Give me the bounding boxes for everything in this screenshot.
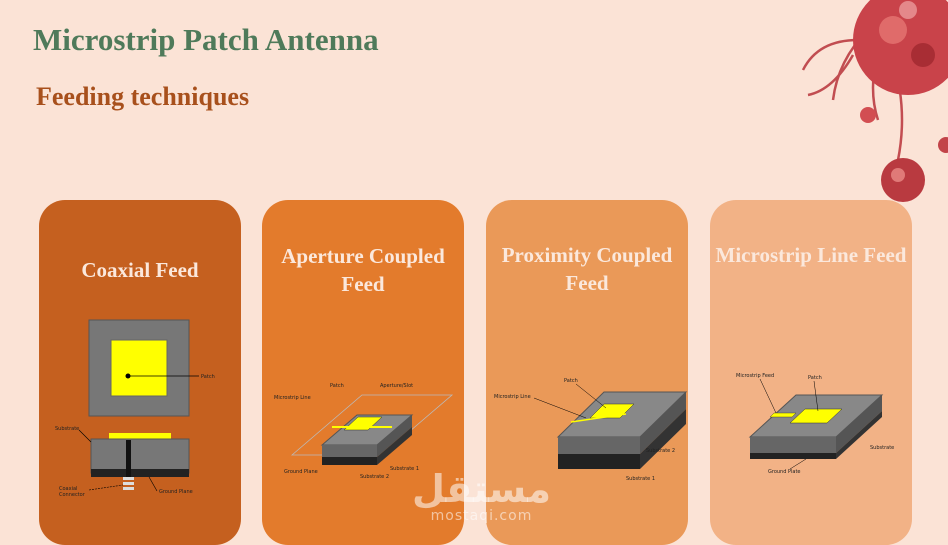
label-patch: Patch: [564, 378, 578, 384]
label-ground-plate: Ground Plate: [768, 469, 801, 475]
label-aperture: Aperture/Slot: [380, 383, 413, 389]
watermark-arabic: مستقل: [412, 467, 551, 511]
proximity-coupled-feed-diagram: Patch Microstrip Line Substrate 2 Substr…: [494, 378, 688, 482]
watermark-latin: mostaqi.com: [430, 508, 533, 524]
card-title: Coaxial Feed: [81, 258, 199, 282]
label-patch: Patch: [330, 383, 344, 389]
label-connector: Connector: [59, 492, 86, 498]
card-title: Microstrip Line Feed: [715, 243, 907, 267]
card-title: Aperture Coupled Feed: [281, 244, 445, 296]
label-substrate2: Substrate 2: [360, 474, 389, 480]
label-substrate2: Substrate 2: [646, 448, 675, 454]
watermark: مستقل mostaqi.com: [412, 470, 551, 524]
label-patch: Patch: [201, 374, 215, 380]
card-aperture-coupled-feed: Aperture Coupled Feed Patch Aperture/Slo…: [262, 200, 464, 545]
label-microstrip-line: Microstrip Line: [274, 395, 311, 401]
coaxial-feed-diagram: Patch Substrate Coaxial Connector Ground…: [55, 319, 215, 498]
card-title: Proximity Coupled Feed: [501, 243, 673, 295]
card-proximity-coupled-feed: Proximity Coupled Feed Patch Microstrip …: [486, 200, 688, 545]
slide-title: Microstrip Patch Antenna: [33, 22, 379, 57]
label-microstrip-feed: Microstrip Feed: [736, 373, 774, 379]
slide-subtitle: Feeding techniques: [36, 82, 250, 111]
microstrip-line-feed-diagram: Microstrip Feed Patch Substrate Ground P…: [736, 373, 894, 475]
label-substrate1: Substrate 1: [390, 466, 419, 472]
label-patch: Patch: [808, 375, 822, 381]
label-substrate: Substrate: [55, 426, 79, 432]
label-substrate: Substrate: [870, 445, 894, 451]
aperture-coupled-feed-diagram: Patch Aperture/Slot Microstrip Line Grou…: [274, 383, 454, 480]
card-microstrip-line-feed: Microstrip Line Feed Microstrip Feed Pat…: [710, 200, 912, 545]
cell-illustration: [801, 0, 948, 202]
label-coaxial: Coaxial: [59, 486, 77, 492]
label-ground-plane: Ground Plane: [284, 469, 318, 475]
label-substrate1: Substrate 1: [626, 476, 655, 482]
card-coaxial-feed: Coaxial Feed Patch Substrate Coaxial Con…: [39, 200, 241, 545]
label-microstrip-line: Microstrip Line: [494, 394, 531, 400]
label-ground-plane: Ground Plane: [159, 489, 193, 495]
